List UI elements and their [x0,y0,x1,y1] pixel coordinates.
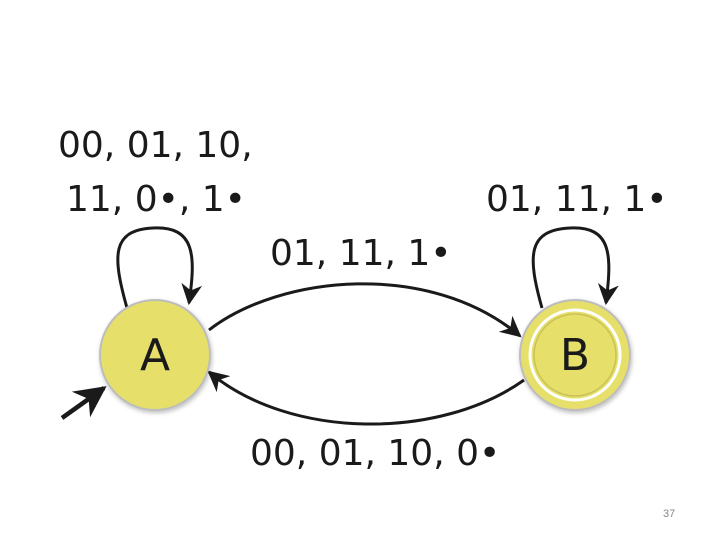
state-b-inner-ring [533,313,617,397]
a-self-loop-label-line1: 00, 01, 10, [58,125,253,166]
b-self-loop-arrow [531,226,619,309]
state-b-label: B [560,330,590,381]
state-a[interactable]: A [99,299,211,411]
state-b-inner-circle [528,308,622,402]
a-self-loop-arrow [116,226,203,309]
state-b-outer-circle [519,299,631,411]
b-self-loop-label: 01, 11, 1• [486,179,668,220]
a-to-b-arrow [208,282,522,338]
state-b[interactable]: B [519,299,631,411]
state-a-circle [99,299,211,411]
page-number: 37 [663,508,676,520]
a-to-b-label: 01, 11, 1• [270,233,452,274]
b-to-a-label: 00, 01, 10, 0• [250,433,501,474]
b-to-a-arrow [207,370,525,426]
start-arrow [60,386,107,420]
a-self-loop-label-line2: 11, 0•, 1• [66,179,246,220]
state-a-label: A [140,330,170,381]
